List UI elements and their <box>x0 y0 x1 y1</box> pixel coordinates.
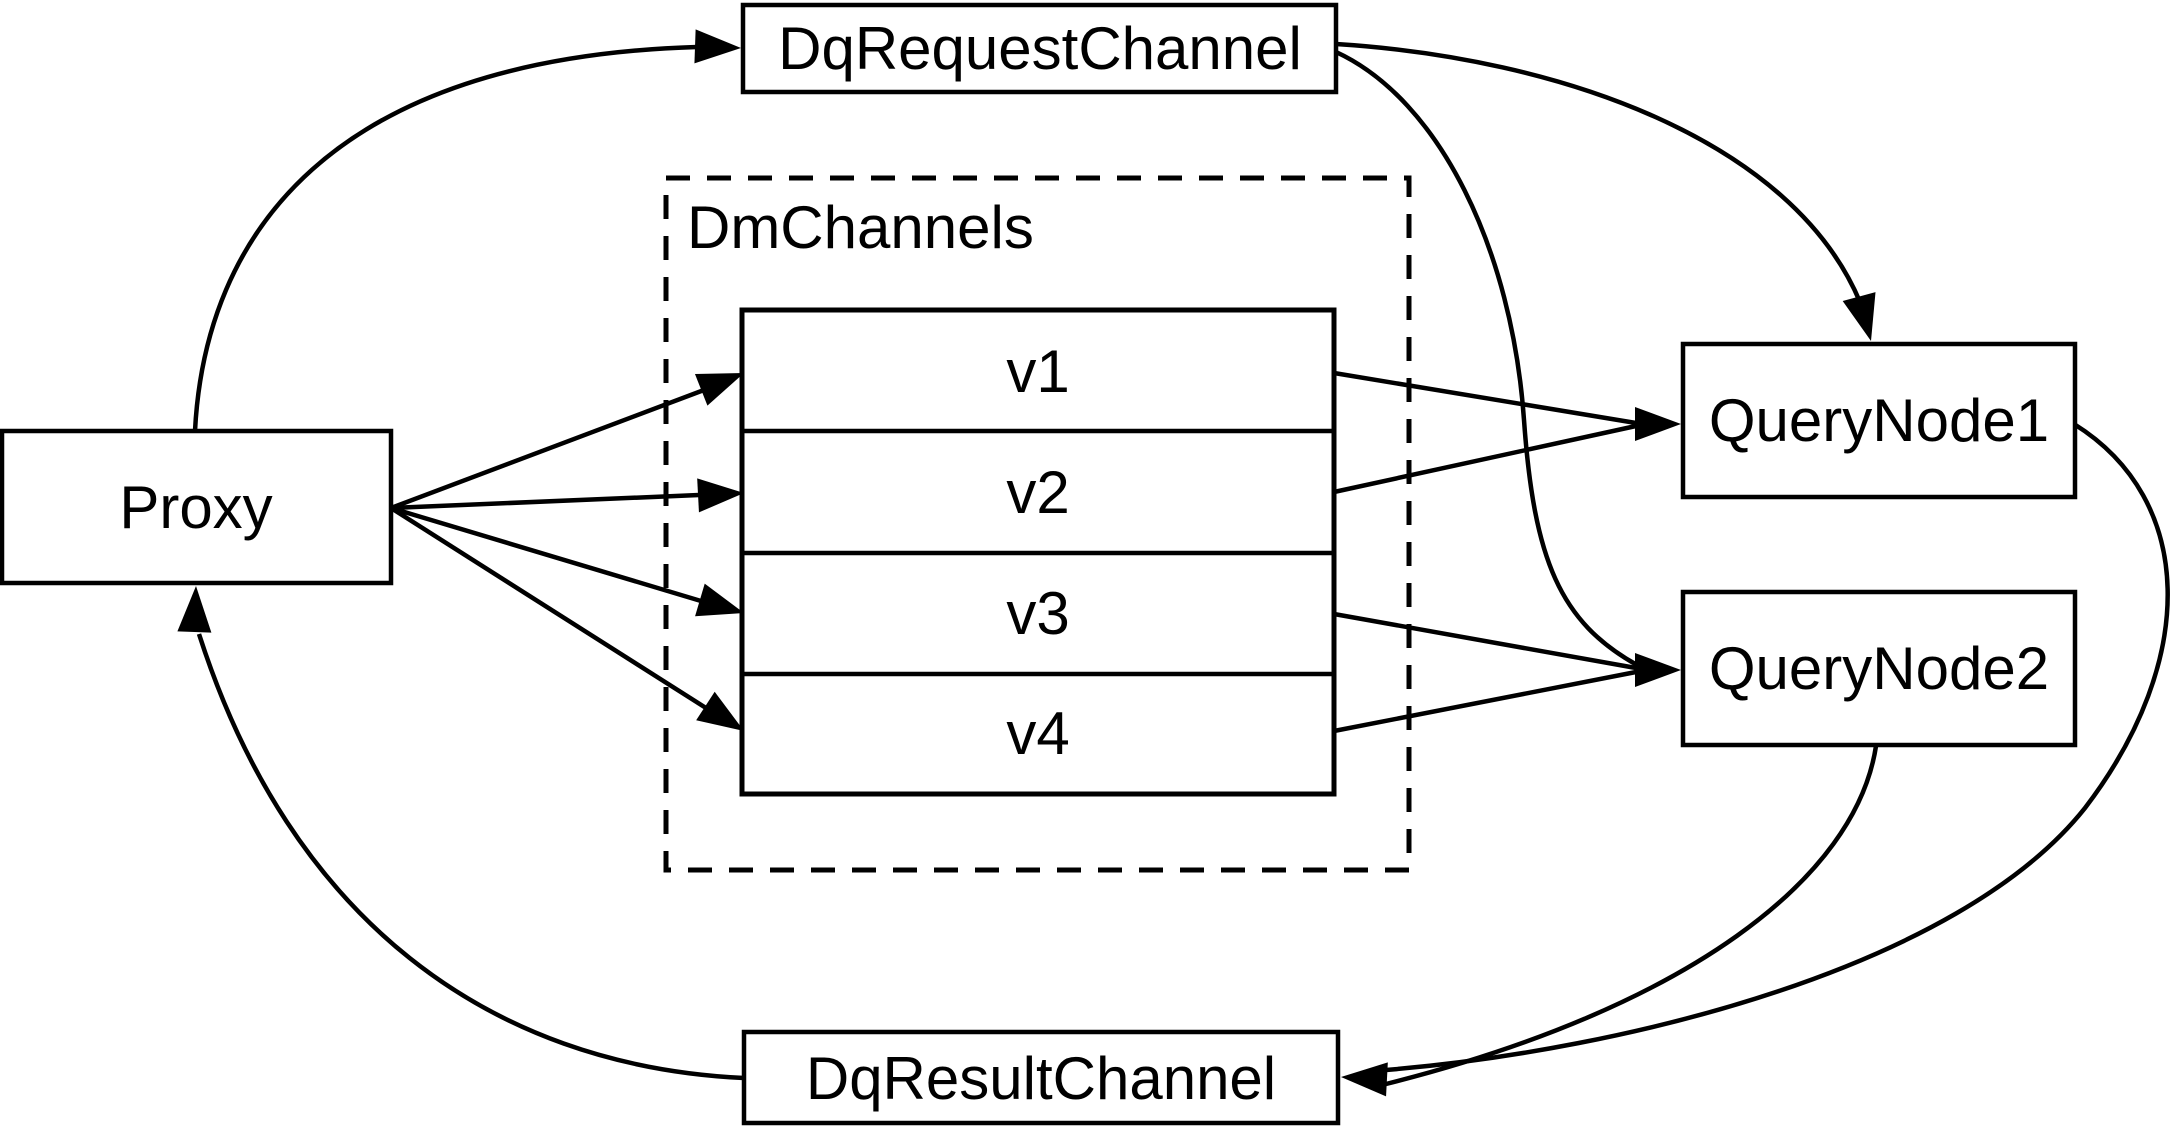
querynode1-box <box>1680 341 2078 500</box>
edge-proxy-to-v2 <box>390 492 700 511</box>
channel-row-v1-label: v1 <box>1006 338 1069 405</box>
node-proxy: Proxy <box>0 428 394 586</box>
arrowhead-into-v1 <box>694 373 744 406</box>
arrowhead-into-querynode1-left <box>1635 407 1681 441</box>
node-dqresultchannel: DqResultChannel <box>741 1029 1341 1126</box>
dm-channels-table: v1 v2 v3 v4 <box>739 307 1337 797</box>
querynode1-label: QueryNode1 <box>1709 387 2049 454</box>
arrowhead-into-querynode2-left <box>1635 653 1681 687</box>
channel-row-v3-label: v3 <box>1006 580 1069 647</box>
proxy-label: Proxy <box>119 474 272 541</box>
arrowhead-into-querynode1-top <box>1842 292 1876 341</box>
dm-channels-label: DmChannels <box>687 194 1034 261</box>
arrowhead-into-v2 <box>697 478 744 513</box>
channel-row-v4-label: v4 <box>1006 700 1069 767</box>
edge-dqresultchannel-to-proxy <box>196 633 745 1081</box>
querynode2-box <box>1680 589 2078 748</box>
edge-dqrequestchannel-to-querynode2 <box>1335 49 1639 667</box>
querynode2-label: QueryNode2 <box>1709 635 2049 702</box>
arrowhead-into-v3 <box>695 583 744 617</box>
edge-dqrequestchannel-to-querynode1 <box>1335 41 1863 303</box>
edge-proxy-to-v3 <box>390 505 702 604</box>
dqrequestchannel-box <box>740 2 1339 95</box>
node-dqrequestchannel: DqRequestChannel <box>740 2 1339 95</box>
proxy-box <box>0 428 394 586</box>
arrowhead-into-dqresultchannel <box>1341 1062 1388 1097</box>
node-querynode1: QueryNode1 <box>1680 341 2078 500</box>
dqresultchannel-label: DqResultChannel <box>806 1045 1276 1112</box>
dm-channels-dashed-border <box>663 175 1412 873</box>
dqresultchannel-box <box>741 1029 1341 1126</box>
dm-channels-group: DmChannels v1 v2 v3 v4 <box>663 175 1412 873</box>
edge-querynode1-to-dqresultchannel <box>1385 422 2170 1073</box>
edge-v3-to-querynode2 <box>1333 611 1637 671</box>
edge-v1-to-querynode1 <box>1333 370 1637 426</box>
arrowhead-into-v4 <box>696 691 744 731</box>
edge-proxy-to-v1 <box>390 387 705 511</box>
node-querynode2: QueryNode2 <box>1680 589 2078 748</box>
edge-proxy-to-v4 <box>389 506 708 710</box>
arrowhead-into-dqrequestchannel <box>694 29 741 64</box>
edge-group <box>192 41 2170 1087</box>
edge-proxy-to-dqrequestchannel <box>192 44 698 432</box>
edge-v4-to-querynode2 <box>1333 669 1637 734</box>
channel-row-v2-label: v2 <box>1006 459 1069 526</box>
arrowhead-into-proxy-bottom <box>177 586 212 633</box>
dqrequestchannel-label: DqRequestChannel <box>778 15 1302 82</box>
edge-querynode2-to-dqresultchannel <box>1385 745 1879 1087</box>
arrowhead-group <box>177 29 1876 1097</box>
edge-v2-to-querynode1 <box>1333 423 1637 495</box>
